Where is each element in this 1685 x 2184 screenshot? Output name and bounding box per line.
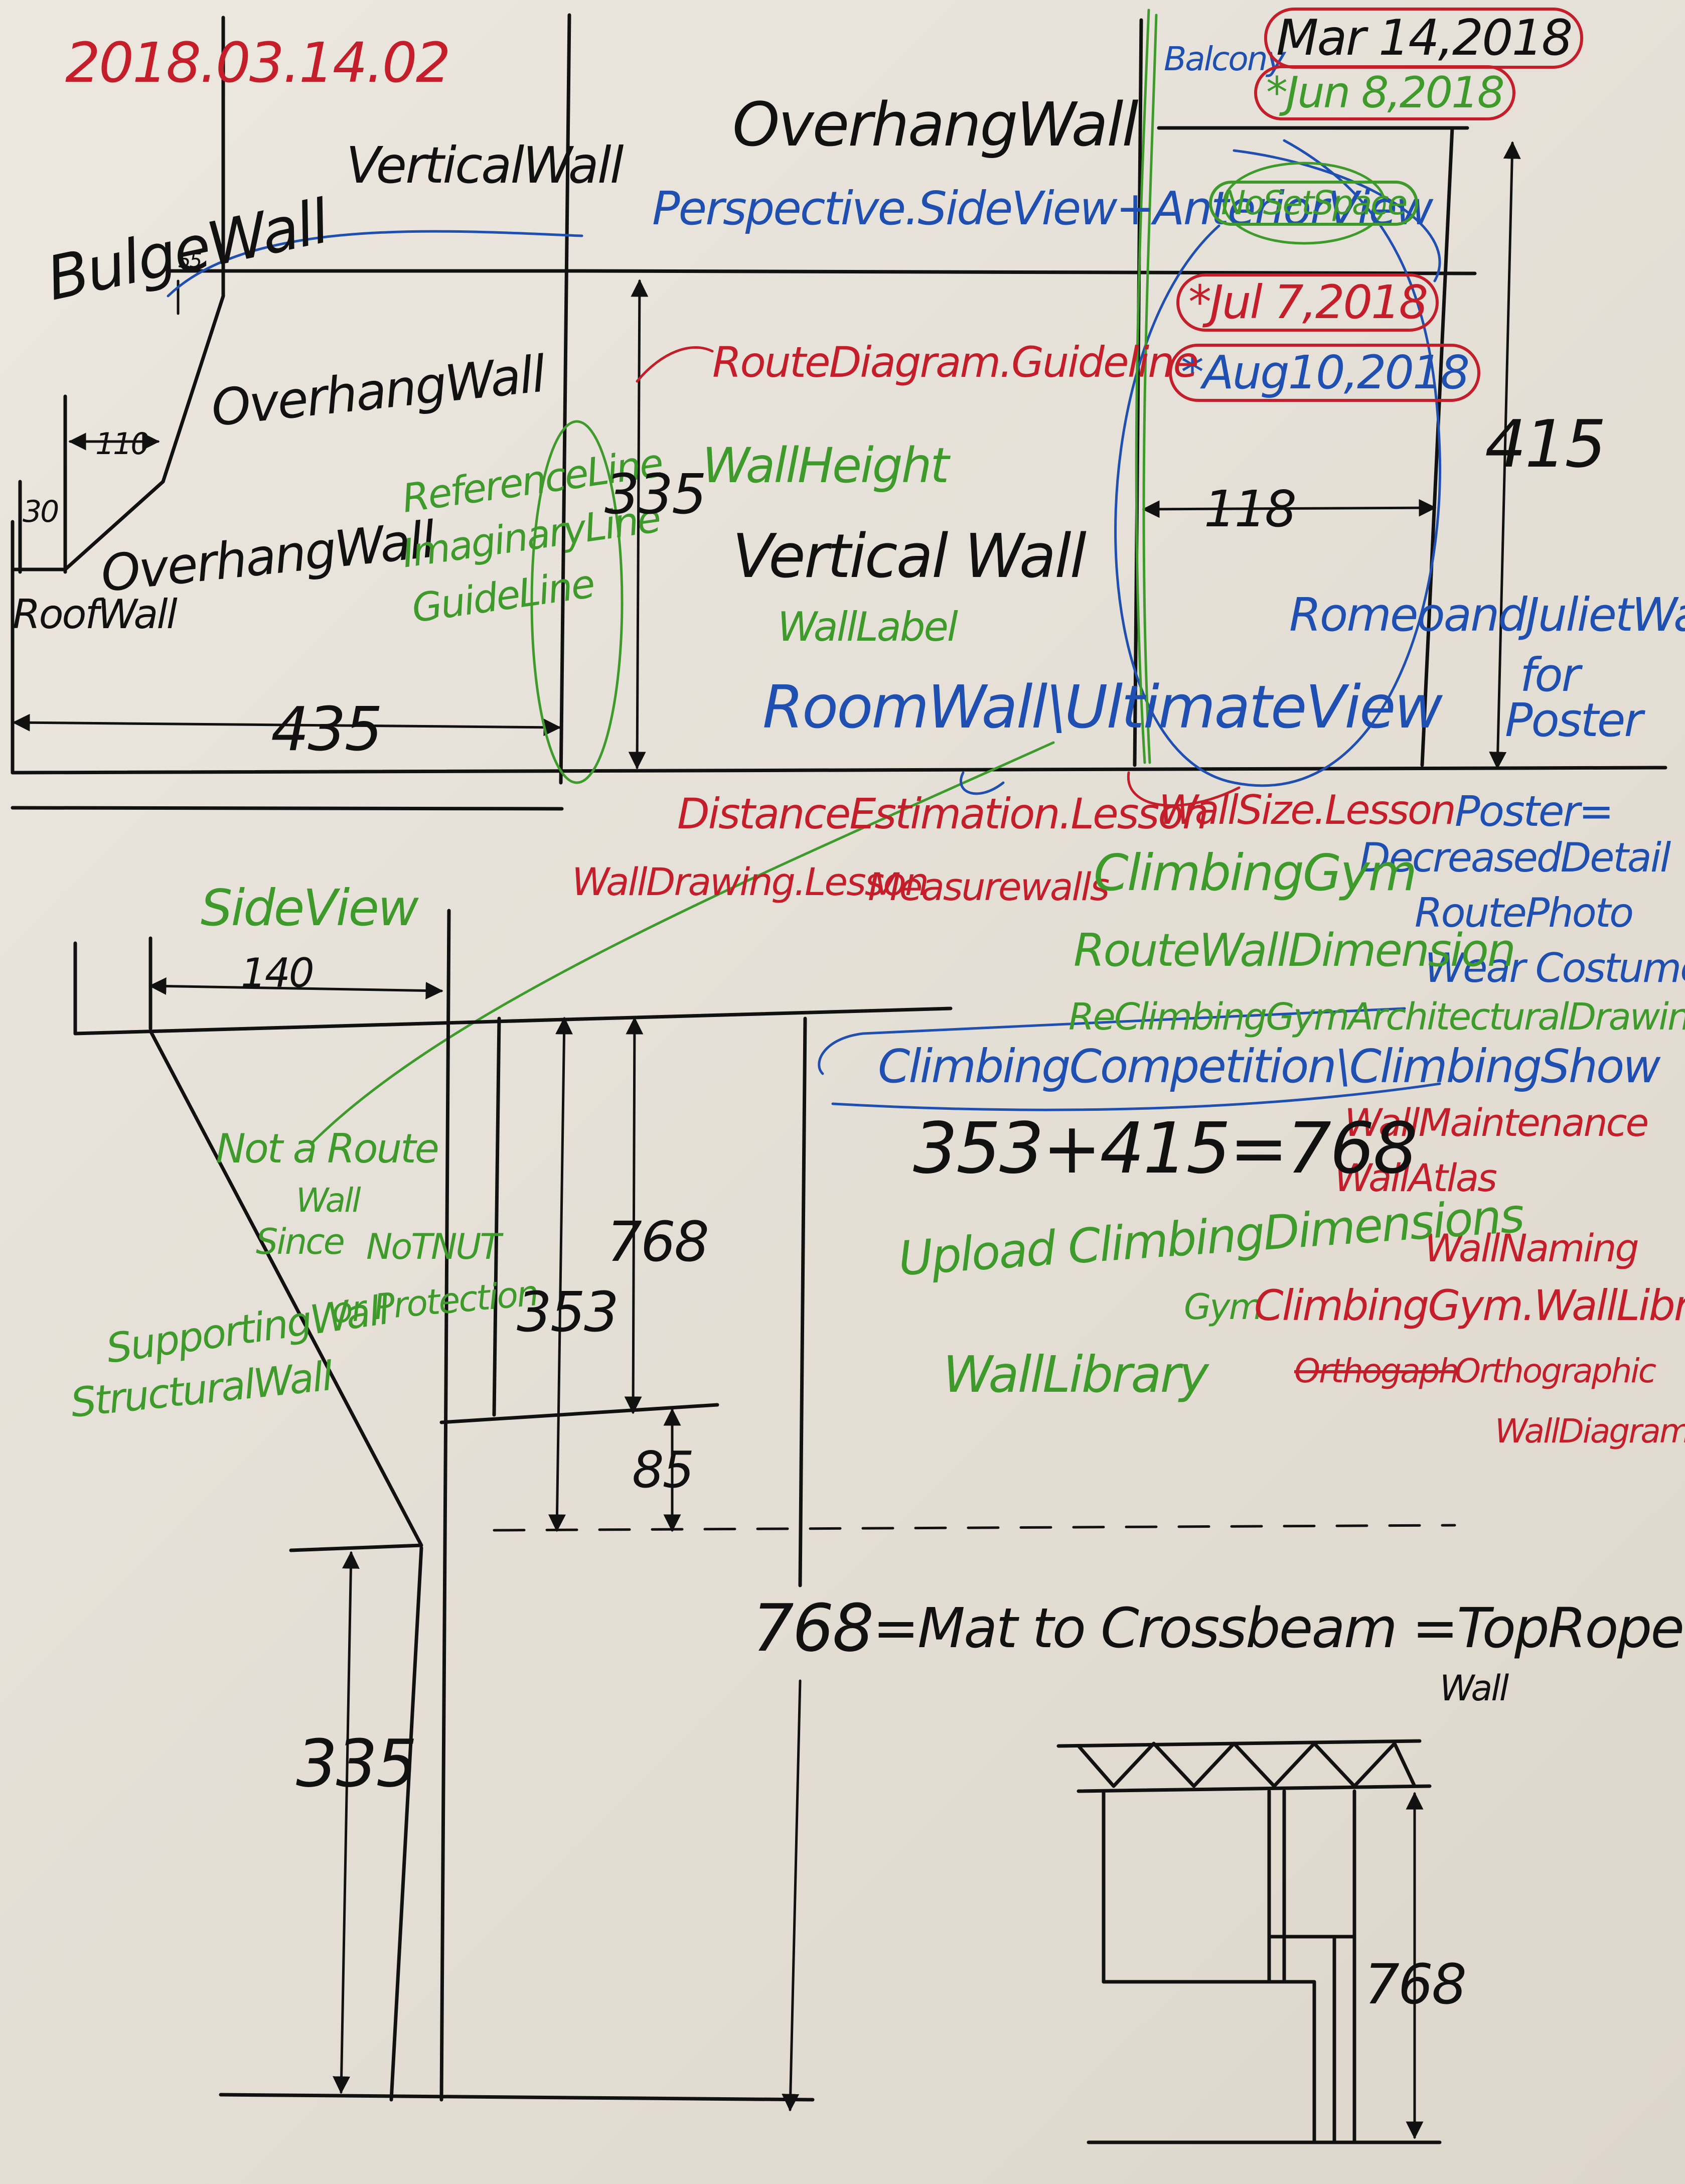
competition-note: ClimbingCompetition\ClimbingShow (878, 1040, 1661, 1093)
vertical-wall-top-label: VerticalWall (346, 136, 624, 195)
dim-140: 140 (241, 950, 315, 996)
wall-atlas-note: WallAtlas (1334, 1155, 1497, 1200)
ortho-struck-note: Orthogaph (1294, 1352, 1459, 1390)
date-jun8: *Jun 8,2018 (1254, 65, 1515, 120)
not-route-label-2: Wall (296, 1181, 361, 1220)
date-mar14: Mar 14,2018 (1264, 8, 1584, 69)
sum-equation: 353+415=768 (913, 1108, 1418, 1190)
top-dimension-lines (12, 141, 1521, 770)
dim-118: 118 (1204, 480, 1297, 538)
wall-drawing-note: WallDrawing.Lesson (572, 859, 929, 904)
romeo-wall-label: RomeoandJulietWall (1289, 588, 1685, 642)
wall-height-label: WallHeight (702, 438, 949, 494)
room-wall-label: RoomWall\UltimateView (762, 672, 1443, 742)
wall-size-note: WallSize.Lesson (1159, 787, 1456, 833)
poster-note: Poster= (1455, 787, 1614, 836)
dim-335-top: 335 (604, 462, 707, 526)
mat-crossbeam-label: =Mat to Crossbeam =TopRope Height (873, 1596, 1685, 1660)
poster-costume-note: Wear Costumes (1425, 945, 1685, 991)
route-diagram-label: RouteDiagram.Guideline (712, 338, 1199, 387)
wall-maintenance-note: WallMaintenance (1344, 1100, 1649, 1145)
measure-walls-note: Measurewalls (868, 864, 1110, 909)
roof-wall-label: RoofWall (13, 591, 178, 638)
dim-415: 415 (1485, 406, 1606, 482)
dim-110: 110 (95, 426, 150, 462)
no-nut-label-1: NoTNUT (366, 1226, 501, 1267)
dim-435: 435 (271, 695, 383, 765)
overhang-wall-top-label: OverhangWall (732, 90, 1139, 160)
gym-wall-library-note: ClimbingGym.WallLibrary. (1254, 1281, 1685, 1330)
gym-note: Gym (1184, 1286, 1263, 1328)
side-view-outline (73, 909, 1456, 2102)
romeo-for-label: for (1520, 648, 1580, 702)
romeo-poster-label: Poster (1505, 693, 1643, 747)
dim-768-inner: 768 (607, 1210, 709, 1274)
climbing-gym-note: ClimbingGym (1094, 843, 1417, 902)
dim-85: 85 (632, 1440, 694, 1499)
wall-naming-note: WallNaming (1425, 1226, 1639, 1270)
side-view-dimension-lines (148, 977, 802, 2112)
vertical-wall-center-label: Vertical Wall (732, 522, 1087, 592)
side-view-title: SideView (201, 879, 419, 937)
dim-55: 55 (178, 249, 202, 272)
dim-353: 353 (517, 1280, 619, 1344)
dim-768-mat: 768 (752, 1590, 874, 1666)
wall-label-label: WallLabel (778, 604, 958, 650)
top-wall-outline (11, 13, 1667, 811)
distance-estimation-note: DistanceEstimation.Lesson (677, 789, 1209, 838)
wall-diagram-note: WallDiagram (1495, 1412, 1685, 1450)
architectural-drawing-note: ReClimbingGymArchitecturalDrawing (1068, 995, 1685, 1039)
truss-diagram (1056, 1739, 1442, 2144)
mat-wall-label: Wall (1440, 1668, 1509, 1709)
no-set-space-label: NoSetSpace (1209, 181, 1419, 226)
not-route-label-3: Since (256, 1221, 345, 1262)
poster-route-photo-note: RoutePhoto (1415, 890, 1634, 936)
dim-30: 30 (23, 494, 59, 529)
date-jul7: *Jul 7,2018 (1176, 273, 1439, 332)
dim-768-truss: 768 (1364, 1952, 1467, 2016)
wall-library-note: WallLibrary (943, 1345, 1209, 1404)
not-route-label-1: Not a Route (216, 1125, 439, 1172)
orthographic-note: Orthographic (1455, 1352, 1656, 1390)
dim-335-left: 335 (296, 1725, 417, 1802)
route-wall-dimension-note: RouteWallDimension (1074, 924, 1516, 977)
sheet-timestamp: 2018.03.14.02 (65, 31, 451, 95)
date-aug10: *Aug10,2018 (1169, 344, 1481, 402)
poster-detail-note: DecreasedDetail (1359, 834, 1671, 881)
